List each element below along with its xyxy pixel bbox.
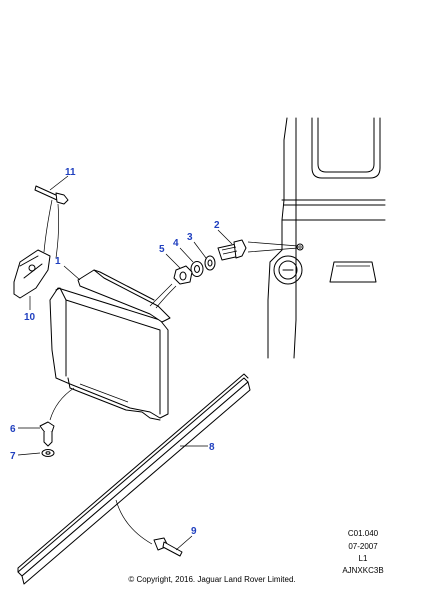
diagram-code: C01.040 <box>347 529 379 538</box>
heat-shield-part-1 <box>49 269 171 421</box>
diagram-level: L1 <box>358 554 368 563</box>
washer-part-3 <box>204 255 216 271</box>
diagram-reference: AJNXKC3B <box>342 566 384 575</box>
callout-7: 7 <box>10 451 16 462</box>
callout-5: 5 <box>159 244 165 255</box>
clip-part-9 <box>115 499 183 557</box>
hinge-bracket-part-10 <box>13 249 51 299</box>
diagram-date: 07-2007 <box>348 542 378 551</box>
callout-4: 4 <box>173 238 179 249</box>
callout-10: 10 <box>24 312 36 323</box>
callout-1: 1 <box>55 256 61 267</box>
callout-6: 6 <box>10 424 16 435</box>
vehicle-body-panel <box>267 117 386 359</box>
screw-part-6 <box>39 387 75 447</box>
pin-part-11 <box>34 185 69 259</box>
fastener-leader <box>247 241 299 253</box>
nut-leader <box>149 283 177 309</box>
washer-part-7 <box>41 449 55 457</box>
bolt-part-2 <box>217 239 247 261</box>
callout-3: 3 <box>187 232 193 243</box>
trim-strip-part-8 <box>17 373 251 585</box>
nut-part-5 <box>173 265 193 285</box>
copyright-notice: © Copyright, 2016. Jaguar Land Rover Lim… <box>128 575 296 584</box>
callout-8: 8 <box>209 442 215 453</box>
callout-2: 2 <box>214 220 220 231</box>
callout-11: 11 <box>65 167 76 178</box>
callout-leaders <box>17 175 233 551</box>
washer-part-4 <box>190 261 204 277</box>
callout-9: 9 <box>191 526 197 537</box>
